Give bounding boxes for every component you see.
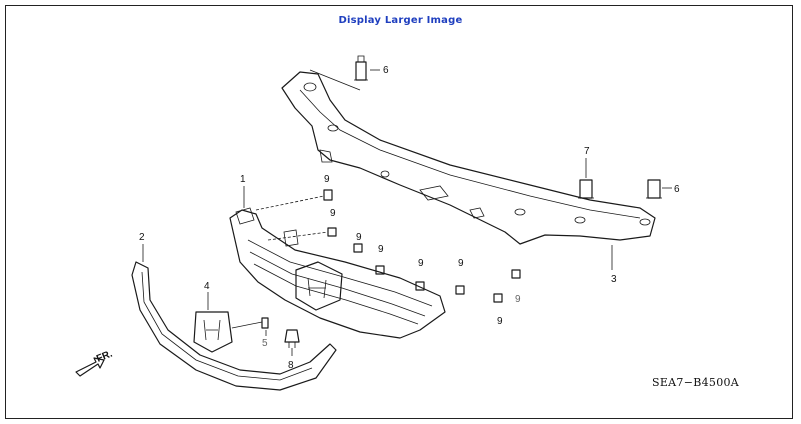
callout-6a: 6 bbox=[383, 65, 389, 76]
callout-4: 4 bbox=[204, 281, 210, 292]
callout-7: 7 bbox=[584, 146, 590, 157]
callout-9b: 9 bbox=[330, 208, 336, 219]
callout-3: 3 bbox=[611, 274, 617, 285]
front-grille bbox=[229, 207, 446, 339]
callout-5: 5 bbox=[262, 338, 268, 349]
display-larger-image-link[interactable]: Display Larger Image bbox=[338, 15, 463, 26]
callout-1: 1 bbox=[240, 174, 246, 185]
callout-6b: 6 bbox=[674, 184, 680, 195]
direction-label: FR. bbox=[95, 348, 114, 364]
callout-9a: 9 bbox=[324, 174, 330, 185]
callout-9h: 9 bbox=[497, 316, 503, 327]
screws bbox=[323, 189, 521, 303]
front-direction-arrow: FR. bbox=[75, 348, 114, 377]
callout-labels: 6 7 6 1 2 3 4 5 8 9 9 9 9 9 9 9 9 bbox=[139, 65, 680, 371]
grille-clip bbox=[284, 329, 300, 348]
diagram-code: SEA7−B4500A bbox=[652, 376, 740, 389]
callout-9g: 9 bbox=[515, 294, 521, 305]
callout-8: 8 bbox=[288, 360, 294, 371]
callout-9f: 9 bbox=[458, 258, 464, 269]
callout-9e: 9 bbox=[418, 258, 424, 269]
lower-garnish bbox=[131, 261, 337, 391]
upper-bulkhead-support bbox=[281, 71, 656, 245]
bolts bbox=[354, 55, 662, 199]
diagram-frame bbox=[5, 5, 793, 419]
emblem bbox=[193, 311, 233, 353]
leader-lines bbox=[142, 69, 672, 356]
callout-2: 2 bbox=[139, 232, 145, 243]
callout-9d: 9 bbox=[378, 244, 384, 255]
clip bbox=[261, 317, 269, 329]
callout-9c: 9 bbox=[356, 232, 362, 243]
